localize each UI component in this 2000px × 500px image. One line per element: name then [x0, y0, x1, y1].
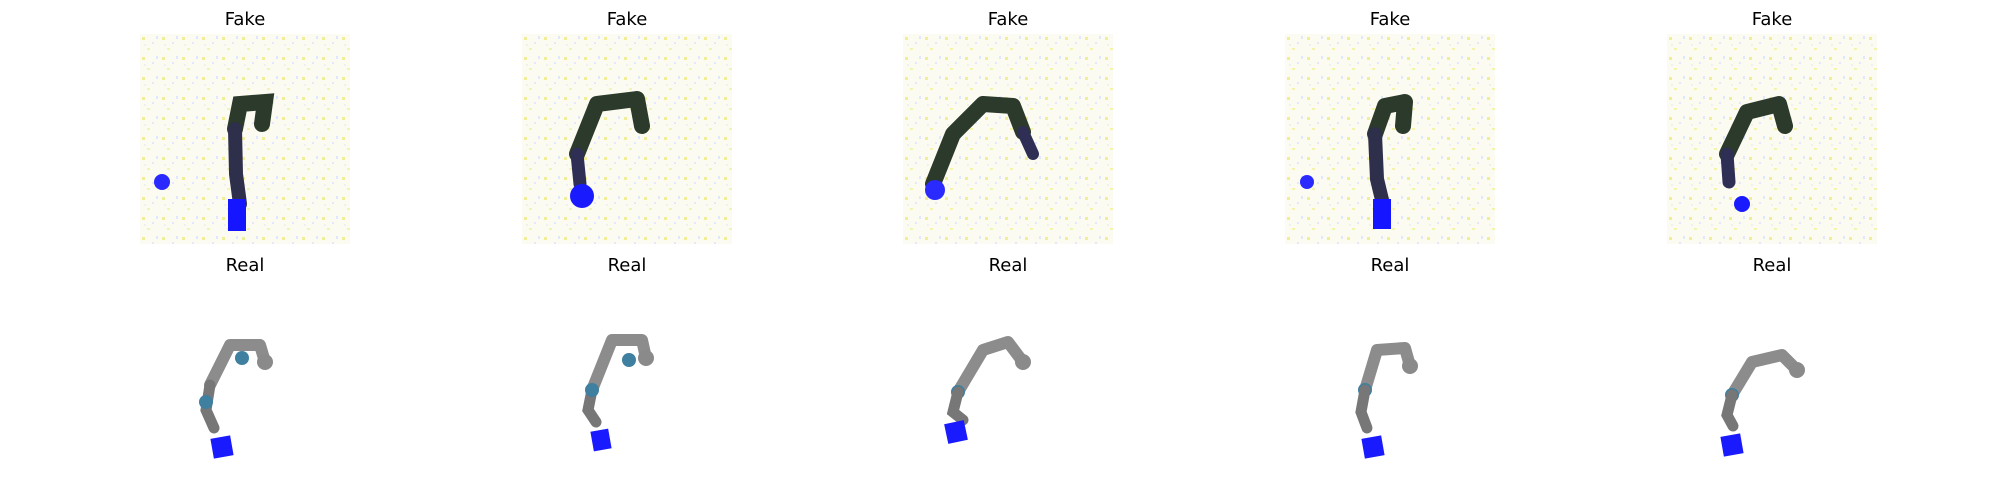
real-title: Real	[225, 255, 265, 276]
real-title: Real	[1370, 255, 1410, 276]
fake-image	[1285, 34, 1495, 244]
fake-image	[1667, 34, 1877, 244]
fake-image	[140, 34, 350, 244]
fake-title: Fake	[224, 9, 266, 30]
real-title: Real	[1752, 255, 1792, 276]
fake-image	[903, 34, 1113, 244]
real-title: Real	[988, 255, 1028, 276]
fake-image	[522, 34, 732, 244]
real-title: Real	[607, 255, 647, 276]
fake-title: Fake	[1751, 9, 1793, 30]
real-image	[522, 280, 732, 490]
real-image	[903, 280, 1113, 490]
fake-title: Fake	[987, 9, 1029, 30]
real-image	[140, 280, 350, 490]
fake-title: Fake	[606, 9, 648, 30]
fake-title: Fake	[1369, 9, 1411, 30]
real-image	[1285, 280, 1495, 490]
real-image	[1667, 280, 1877, 490]
